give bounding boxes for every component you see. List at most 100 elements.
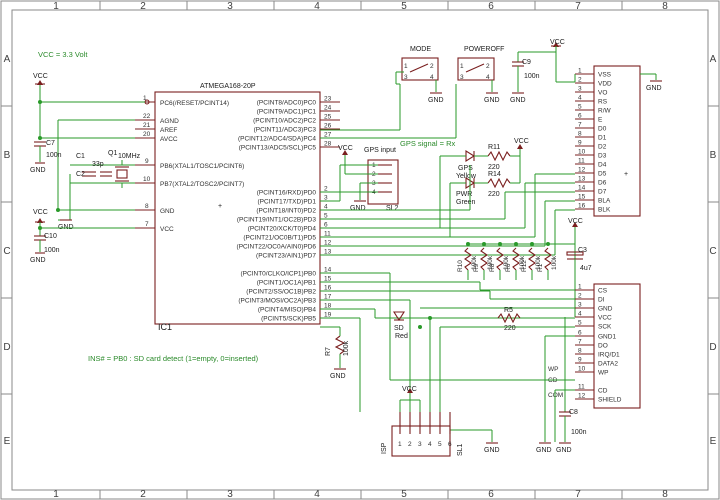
lcd-pin-name: R/W xyxy=(598,108,612,115)
isp-pin-number: 1 xyxy=(398,441,402,448)
sd-pin-name: CD xyxy=(598,388,608,395)
c10-label: C10 xyxy=(44,233,57,240)
lcd-pin-number: 16 xyxy=(578,203,586,210)
c2-label: C2 xyxy=(76,171,85,178)
ic1-pin-number: 25 xyxy=(324,114,332,121)
frame-row-label: D xyxy=(3,342,10,353)
isp-pin-number: 6 xyxy=(448,441,452,448)
ic1-pin-name: PC6(/RESET/PCINT14) xyxy=(160,100,229,107)
switch-pin-label: 2 xyxy=(430,63,434,70)
sd-pin-name: VCC xyxy=(598,315,612,322)
sd-pin-number: 10 xyxy=(578,366,586,373)
pullup-resistor xyxy=(512,247,520,271)
sd-pin-number: 12 xyxy=(578,393,586,400)
lcd-pin-number: 7 xyxy=(578,122,582,129)
ic1-pin-number: 24 xyxy=(324,105,332,112)
isp-pin-number: 3 xyxy=(418,441,422,448)
ic1-pin-name: AGND xyxy=(160,118,179,125)
lcd-pin-number: 12 xyxy=(578,167,586,174)
ic1-pin-name: (PCINT3/MOSI/OC2A)PB3 xyxy=(238,298,316,305)
gnd-label: GND xyxy=(330,373,346,380)
ic1-pin-name: (PCINT4/MISO)PB4 xyxy=(258,307,317,314)
frame-col-label: 1 xyxy=(53,489,59,500)
ic1-pin-name: (PCINT5/SCK)PB5 xyxy=(261,316,316,323)
ic1-pin-name: (PCINT13/ADC5/SCL)PC5 xyxy=(239,145,317,152)
lcd-pin-number: 5 xyxy=(578,104,582,111)
gnd-label: GND xyxy=(30,167,46,174)
lcd-pin-number: 11 xyxy=(578,158,585,165)
vcc-label: VCC xyxy=(568,218,583,225)
c10-value: 100n xyxy=(44,247,60,254)
frame-row-label: C xyxy=(709,246,716,257)
ic1-pin-name: GND xyxy=(160,208,175,215)
gnd-label: GND xyxy=(30,257,46,264)
sd-pin-name: IRQ/D1 xyxy=(598,352,620,359)
resistor-label: R10 xyxy=(457,260,464,272)
lcd-pin-name: D4 xyxy=(598,162,607,169)
sd-pin-number: 8 xyxy=(578,348,582,355)
frame-row-label: B xyxy=(4,150,11,161)
lcd-pin-number: 3 xyxy=(578,86,582,93)
resistor-value: 100k xyxy=(535,255,542,270)
gnd-label: GND xyxy=(484,447,500,454)
sl2-label: SL2 xyxy=(386,205,399,212)
c1-c2-value: 33p xyxy=(92,161,104,168)
sd-pins: CS1DI2GND3VCC4SCK5GND16DO7IRQ/D18DATA29W… xyxy=(575,284,622,404)
ic1-pin-number: 16 xyxy=(324,285,332,292)
sl1-label: SL1 xyxy=(457,443,464,456)
sd-pin-name: DO xyxy=(598,343,608,350)
lcd-pin-name: RS xyxy=(598,99,608,106)
frame-col-label: 8 xyxy=(662,489,668,500)
ic1-pin-name: (PCINT19/INT1/OC2B)PD3 xyxy=(237,217,316,224)
sd-pin-number: 7 xyxy=(578,339,582,346)
ic1-pin-name: VCC xyxy=(160,226,174,233)
ic1-pin-number: 13 xyxy=(324,249,332,256)
sd-pin-number: 3 xyxy=(578,302,582,309)
isp-pin-number: 2 xyxy=(408,441,412,448)
frame-col-label: 6 xyxy=(488,489,494,500)
poweroff-switch: POWEROFF 1 2 3 4 GND xyxy=(455,46,504,138)
lcd-pin-name: BLA xyxy=(598,198,611,205)
frame-col-label: 2 xyxy=(140,489,146,500)
ic1-pin-name: (PCINT22/OC0A/AIN0)PD6 xyxy=(237,244,317,251)
pb-sd-wires: GND C8 100n GND SD Red R5 220 R7 100k GN… xyxy=(320,272,587,454)
resistor-value: 100k xyxy=(519,255,526,270)
junction-dot xyxy=(546,242,550,246)
pullup-resistor xyxy=(544,247,552,271)
lcd-pin-name: D3 xyxy=(598,153,607,160)
ic1-pin-number: 18 xyxy=(324,303,332,310)
lcd-pin-number: 8 xyxy=(578,131,582,138)
lcd-pin-name: BLK xyxy=(598,207,611,214)
vcc-label: VCC xyxy=(338,145,353,152)
pullup-resistor xyxy=(464,247,472,271)
lcd-pin-name: VDD xyxy=(598,81,612,88)
frame-col-label: 8 xyxy=(662,1,668,12)
junction-dot xyxy=(466,242,470,246)
ic1-pin-number: 9 xyxy=(145,158,149,165)
ic1-pin-name: (PCINT17/TXD)PD1 xyxy=(257,199,316,206)
isp-pin-number: 4 xyxy=(428,441,432,448)
ic1-pin-name: (PCINT10/ADC2)PC2 xyxy=(253,118,316,125)
vcc-label: VCC xyxy=(33,73,48,80)
frame-col-label: 5 xyxy=(401,1,407,12)
r7-value: 100k xyxy=(343,340,350,356)
isp-label: ISP xyxy=(381,442,388,454)
gnd-label: GND xyxy=(510,97,526,104)
ic1-pin-number: 22 xyxy=(143,113,151,120)
ic1-pin-number: 14 xyxy=(324,267,332,274)
sd-pin-name: GND xyxy=(598,306,613,313)
ic1-name-label: IC1 xyxy=(158,322,172,332)
resistor-value: 100k xyxy=(503,255,510,270)
ic1-pin-name: AVCC xyxy=(160,136,178,143)
gps-led-label: GPS xyxy=(458,165,473,172)
gnd-label: GND xyxy=(556,447,572,454)
sd-pin-number: 2 xyxy=(578,293,582,300)
ic1-pin-number: 12 xyxy=(324,240,332,247)
ic1-pin-number: 20 xyxy=(143,131,151,138)
junction-dot xyxy=(498,242,502,246)
c9-capacitor: VCC C9 100n GND xyxy=(510,39,565,104)
ic1-pin-name: (PCINT23/AIN1)PD7 xyxy=(256,253,316,260)
